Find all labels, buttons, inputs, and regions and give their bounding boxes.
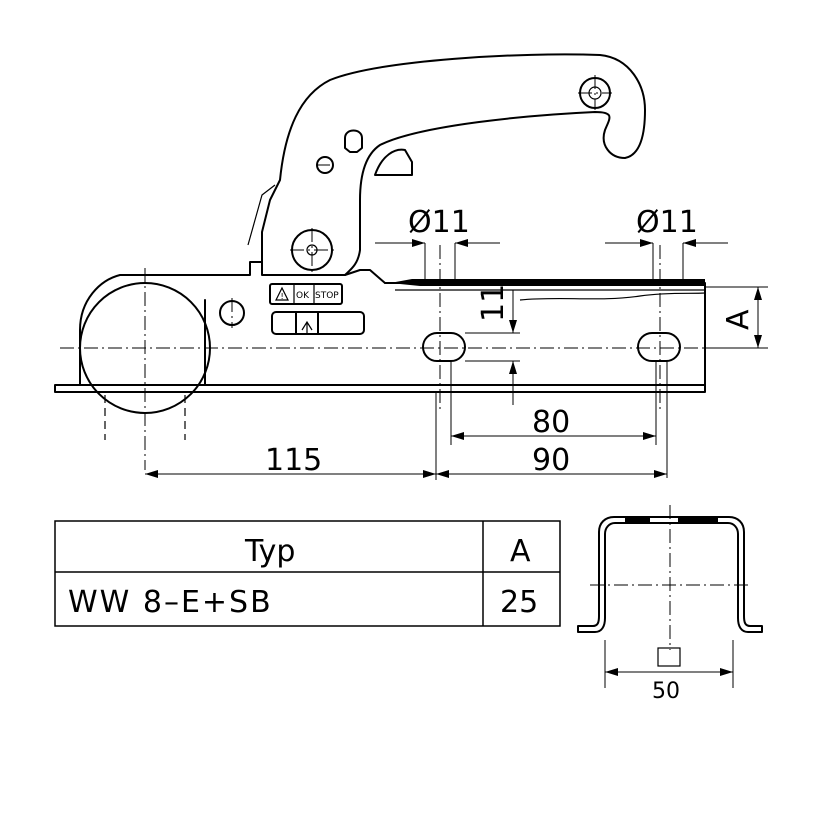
table-header-type: Typ: [244, 534, 295, 569]
dim-height-a: A: [721, 309, 756, 330]
indicator-frame: [269, 283, 343, 305]
coupling-housing: [79, 261, 386, 386]
keyhole: [344, 129, 363, 153]
profile-section: 50: [577, 505, 763, 704]
section-hatch: [390, 279, 705, 286]
arrow-up-icon: [301, 320, 313, 334]
profile-hatch: [625, 518, 718, 523]
dimension-lines: Ø11 Ø11 11 A 80: [145, 205, 768, 480]
square-symbol: [657, 647, 681, 667]
table-header-a: A: [510, 534, 531, 569]
table-cell-a: 25: [500, 585, 538, 620]
stop-label: STOP: [315, 291, 339, 301]
mounting-slot-right: [637, 332, 681, 362]
dim-hole-spacing: 80: [532, 405, 570, 440]
dim-slot-height: 11: [476, 284, 511, 322]
mounting-slot-left: [422, 332, 466, 362]
table-frame: [54, 520, 561, 627]
base-plate: [54, 384, 706, 393]
warning-mark: !: [281, 292, 284, 301]
ok-label: OK: [296, 291, 310, 301]
dim-profile-width: 50: [652, 679, 680, 704]
warning-icon: [275, 286, 289, 301]
break-line: [519, 292, 706, 301]
table-cell-type: WW 8–E+SB: [68, 585, 273, 620]
handle-lever: [261, 53, 646, 276]
type-table: Typ A WW 8–E+SB 25: [54, 520, 561, 627]
channel-profile: [577, 516, 763, 633]
dim-hole-dia-left: Ø11: [408, 205, 470, 240]
dim-hole-dia-right: Ø11: [636, 205, 698, 240]
coupling-side-view: ! OK STOP: [54, 53, 720, 470]
handle-clip: [374, 148, 413, 176]
dim-hole-span: 90: [532, 443, 570, 478]
handle-edge: [247, 184, 276, 246]
dim-ball-to-hole: 115: [265, 443, 322, 478]
indicator-plate: ! OK STOP: [269, 283, 365, 335]
